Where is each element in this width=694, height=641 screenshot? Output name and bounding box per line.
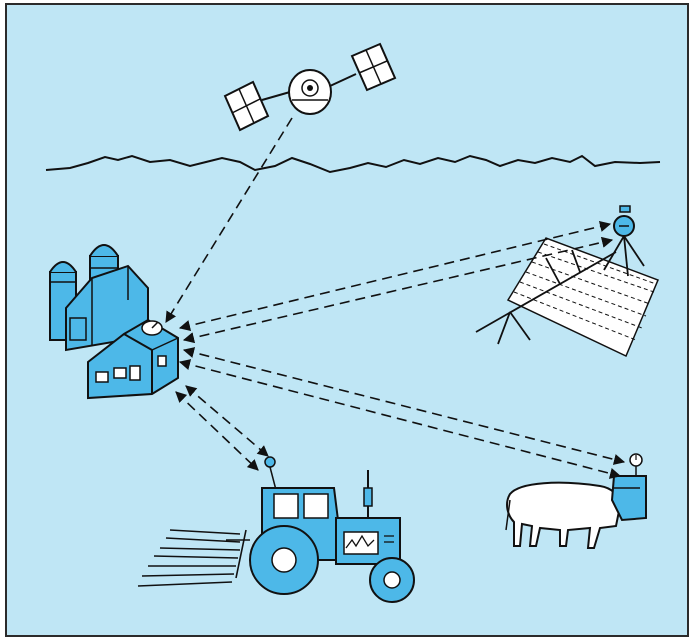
- tractor-rear-wheel: [249, 525, 319, 595]
- mountain-horizon-line: [45, 154, 661, 174]
- communication-links: [165, 117, 626, 479]
- satellite-icon: [223, 42, 397, 132]
- cow-icon: [505, 481, 622, 549]
- tractor-engine: [335, 470, 401, 565]
- link-farm-weather-lower: [182, 236, 614, 344]
- link-farm-feeder-lower: [178, 359, 622, 479]
- plow-implement: [137, 529, 250, 587]
- solar-panel-right: [350, 42, 397, 92]
- dish-antenna-icon: [141, 320, 163, 336]
- barn: [65, 264, 149, 352]
- solar-panel-left: [223, 80, 270, 132]
- sensor-tripod-icon: [603, 205, 645, 277]
- farm-buildings-icon: [49, 244, 179, 400]
- link-farm-tractor-right: [185, 385, 269, 457]
- tractor-front-wheel: [369, 557, 415, 603]
- tractor-icon: [137, 456, 415, 603]
- farmhouse: [87, 318, 179, 400]
- feeder-icon: [610, 453, 647, 522]
- satellite-body: [288, 69, 332, 115]
